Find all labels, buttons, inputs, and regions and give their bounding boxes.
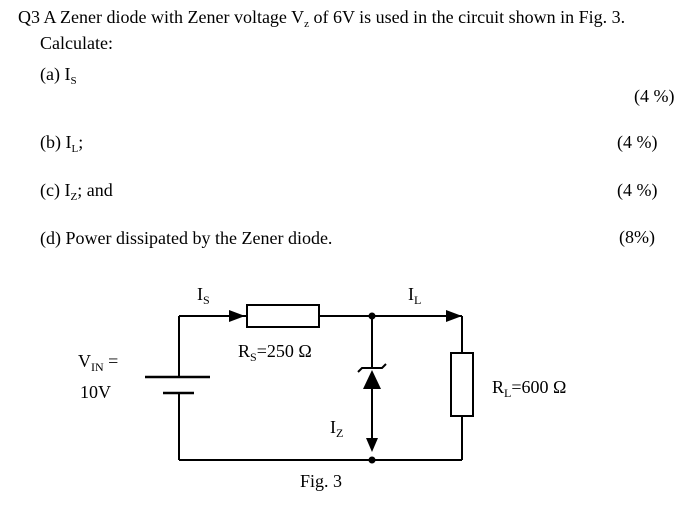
junction-dot-top (368, 312, 376, 320)
part-b-text: (b) I (40, 132, 72, 152)
part-d-tail: Power dissipated by the Zener diode. (61, 228, 333, 248)
is-label: IS (197, 284, 210, 307)
il-label-sub: L (414, 293, 421, 307)
iz-arrow-icon (366, 438, 378, 452)
part-a-sub: S (70, 75, 77, 87)
rl-label-tail: =600 Ω (511, 377, 566, 397)
rs-label-sub: S (250, 350, 257, 364)
rl-label-main: R (492, 377, 504, 397)
question-text-suffix: of 6V is used in the circuit shown in Fi… (308, 7, 626, 27)
rl-label: RL=600 Ω (492, 377, 566, 400)
part-a-text: (a) I (40, 64, 71, 84)
is-label-sub: S (203, 293, 210, 307)
vin-label-line1: VIN = (78, 351, 118, 374)
zener-diode-triangle (363, 370, 381, 389)
rs-label: RS=250 Ω (238, 341, 312, 364)
part-c-tail: ; and (77, 180, 113, 200)
rl-resistor (450, 352, 474, 417)
part-a-marks: (4 %) (634, 86, 675, 106)
is-arrow-icon (229, 310, 245, 322)
is-label-main: I (197, 284, 203, 304)
il-label: IL (408, 284, 421, 307)
part-c-label: (c) IZ; and (40, 180, 113, 207)
part-a-label: (a) IS (40, 64, 77, 91)
rl-label-sub: L (504, 386, 511, 400)
part-b-sub: L (71, 143, 79, 155)
question-line-1: Q3 A Zener diode with Zener voltage Vz o… (18, 7, 625, 34)
vin-label-main: V (78, 351, 91, 371)
zener-cathode-bar (357, 363, 387, 373)
junction-dot-bottom (368, 456, 376, 464)
part-b-label: (b) IL; (40, 132, 83, 159)
il-arrow-icon (446, 310, 462, 322)
part-d-marks: (8%) (619, 227, 655, 247)
zener-subscript: z (304, 18, 309, 30)
vin-label-tail: = (104, 351, 119, 371)
question-text-prefix: Q3 A Zener diode with Zener voltage V (18, 7, 305, 27)
vin-label-sub: IN (91, 360, 104, 374)
iz-label-sub: Z (336, 426, 343, 440)
calculate-label: Calculate: (40, 33, 113, 53)
iz-label: IZ (330, 417, 343, 440)
part-b-marks: (4 %) (617, 132, 658, 152)
rs-resistor (246, 304, 320, 328)
il-label-main: I (408, 284, 414, 304)
part-d-label: (d) Power dissipated by the Zener diode. (40, 228, 332, 248)
part-c-sub: Z (70, 191, 78, 203)
figure-caption: Fig. 3 (300, 471, 342, 491)
rs-label-main: R (238, 341, 250, 361)
part-c-marks: (4 %) (617, 180, 658, 200)
part-c-text: (c) I (40, 180, 71, 200)
part-d-text: (d) (40, 228, 61, 248)
iz-label-main: I (330, 417, 336, 437)
rs-label-tail: =250 Ω (257, 341, 312, 361)
vin-label-line2: 10V (80, 382, 111, 402)
part-b-tail: ; (78, 132, 84, 152)
